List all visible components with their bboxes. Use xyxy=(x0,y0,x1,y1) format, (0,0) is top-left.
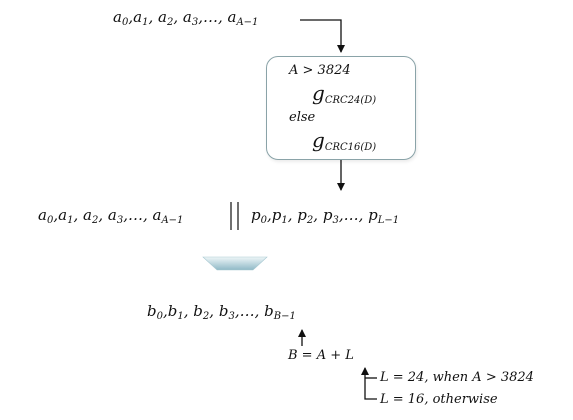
output-sequence: b0,b1, b2, b3,…, bB−1 xyxy=(147,302,296,322)
concat-left-term: a0, xyxy=(38,206,59,226)
b-length-formula: B = A + L xyxy=(288,348,354,363)
output-seq-term: b3,…, xyxy=(218,302,265,322)
output-seq-term: bB−1 xyxy=(264,302,296,322)
concat-right-term: p2, xyxy=(297,206,323,226)
crc16-polynomial: gCRC16(D) xyxy=(312,128,377,153)
l-case-crc16: L = 16, otherwise xyxy=(380,392,498,407)
input-seq-term: a3,…, xyxy=(182,8,228,28)
output-seq-term: b0, xyxy=(147,302,168,322)
output-seq-term: b2, xyxy=(193,302,219,322)
concat-right-sequence: p0,p1, p2, p3,…, pL−1 xyxy=(251,206,400,226)
concat-right-term: pL−1 xyxy=(368,206,400,226)
crc-polynomial-box: A > 3824 gCRC24(D) else gCRC16(D) xyxy=(266,56,416,160)
crc-condition-text: A > 3824 xyxy=(289,63,351,78)
input-seq-term: a0, xyxy=(113,8,134,28)
concat-right-term: p1, xyxy=(271,206,298,226)
input-sequence: a0,a1, a2, a3,…, aA−1 xyxy=(113,8,259,28)
concat-right-term: p0, xyxy=(251,206,272,226)
input-seq-term: a2, xyxy=(157,8,183,28)
input-seq-term: aA−1 xyxy=(227,8,259,28)
concat-left-term: a1, xyxy=(58,206,83,226)
arrow-l-cases xyxy=(361,367,377,400)
concat-right-term: p3,…, xyxy=(322,206,369,226)
big-down-arrow xyxy=(202,256,268,271)
arrow-input-to-crc xyxy=(300,19,345,53)
concat-left-term: a3,…, xyxy=(107,206,153,226)
concat-left-term: aA−1 xyxy=(152,206,184,226)
concat-left-term: a2, xyxy=(82,206,108,226)
crc-else-label: else xyxy=(289,110,316,125)
l-case-crc24: L = 24, when A > 3824 xyxy=(380,370,534,385)
input-seq-term: a1, xyxy=(133,8,158,28)
concat-left-sequence: a0,a1, a2, a3,…, aA−1 xyxy=(38,206,184,226)
output-seq-term: b1, xyxy=(167,302,194,322)
crc24-polynomial: gCRC24(D) xyxy=(312,81,377,106)
